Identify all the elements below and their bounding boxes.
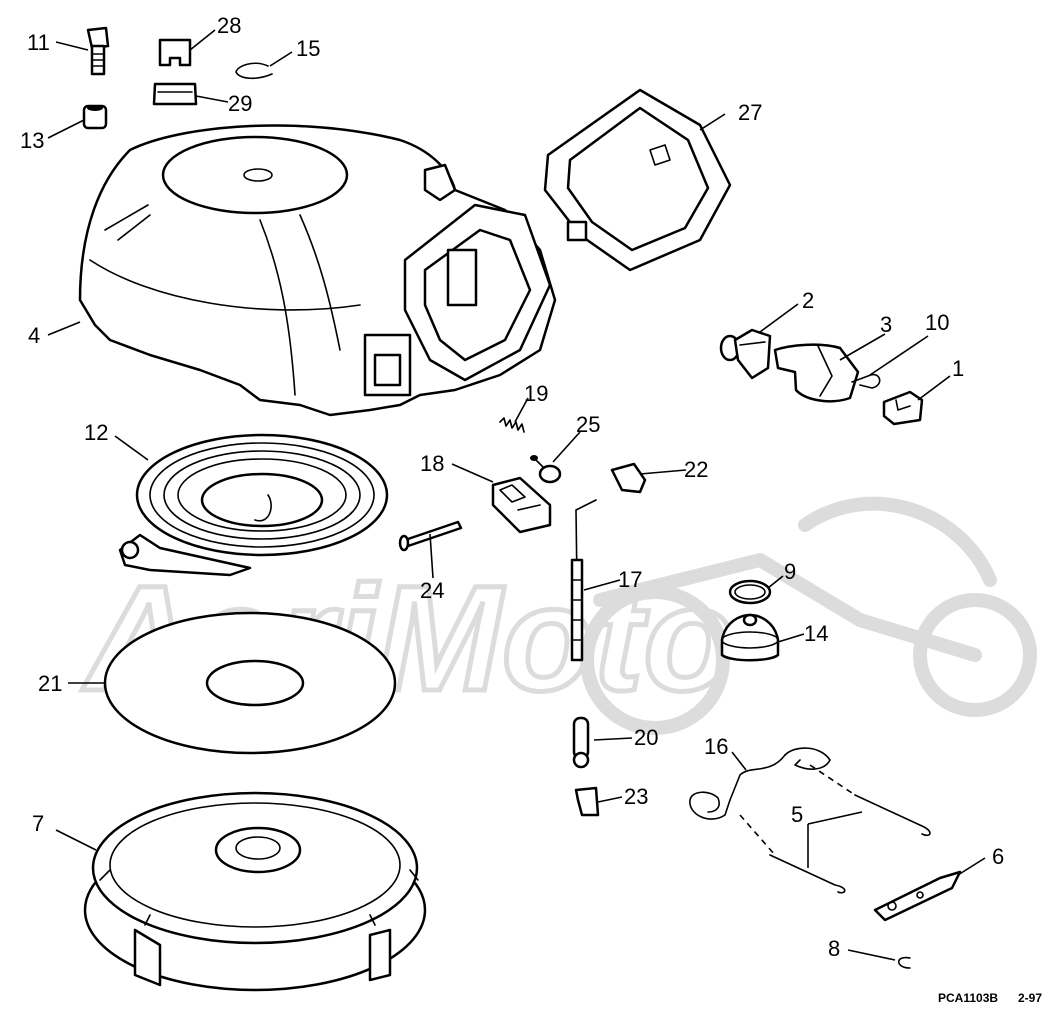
callout-27: 27 [738,100,762,125]
part-20-link [572,716,590,769]
part-2-bushing [719,328,772,380]
part-16-wire-spring [689,747,856,856]
callout-labels: 11 28 15 29 13 27 4 2 3 10 1 12 19 25 18… [20,13,1004,961]
callout-6: 6 [992,844,1004,869]
part-24-pin [398,520,463,552]
part-27-handle-frame [543,88,732,272]
callout-1: 1 [952,356,964,381]
callout-20: 20 [634,725,658,750]
part-4-recoil-cover [78,124,557,417]
callout-8: 8 [828,936,840,961]
callout-11: 11 [27,30,50,55]
part-9-o-ring [728,579,772,605]
part-11-screw [86,26,110,76]
part-22-cam [610,462,647,494]
part-8-e-ring [897,956,911,969]
callout-17: 17 [618,567,642,592]
part-3-starter-handle [773,343,860,403]
figure-reference: PCA1103B 2-97 [938,991,1042,1005]
part-10-rope-knot [851,373,881,389]
part-18-lockout-block [491,476,552,534]
callout-13: 13 [20,128,44,153]
callout-25: 25 [576,412,600,437]
callout-14: 14 [804,621,828,646]
callout-16: 16 [704,734,728,759]
part-15-retainer-ring [235,62,273,80]
part-7-starter-pulley [83,791,427,992]
callout-2: 2 [802,288,814,313]
part-17-link-rod [570,499,597,662]
part-25-plunger [530,455,562,484]
callout-21: 21 [38,671,62,696]
part-13-grommet [82,104,108,130]
callout-7: 7 [32,811,44,836]
callout-5: 5 [791,802,803,827]
figure-code: PCA1103B [938,991,998,1005]
callout-23: 23 [624,784,648,809]
callout-24: 24 [420,578,444,603]
callout-22: 22 [684,457,708,482]
callout-28: 28 [217,13,241,38]
part-12-recoil-spring [118,433,389,577]
callout-15: 15 [296,36,320,61]
part-29-pad [152,82,198,106]
callout-29: 29 [228,91,252,116]
callout-12: 12 [84,420,108,445]
part-1-anchor [882,390,924,426]
callout-10: 10 [925,310,949,335]
part-19-spring [499,417,525,433]
part-21-friction-disc [103,611,397,755]
callout-3: 3 [880,312,892,337]
part-5-springs [769,794,931,894]
part-28-clip [158,38,192,67]
callout-9: 9 [784,559,796,584]
callout-19: 19 [524,381,548,406]
part-6-pawl [873,870,962,922]
part-14-cap [720,613,780,662]
callout-18: 18 [420,451,444,476]
leader-lines [47,29,986,961]
figure-date: 2-97 [1018,991,1042,1005]
part-23-clip [574,786,600,817]
callout-4: 4 [28,323,40,348]
